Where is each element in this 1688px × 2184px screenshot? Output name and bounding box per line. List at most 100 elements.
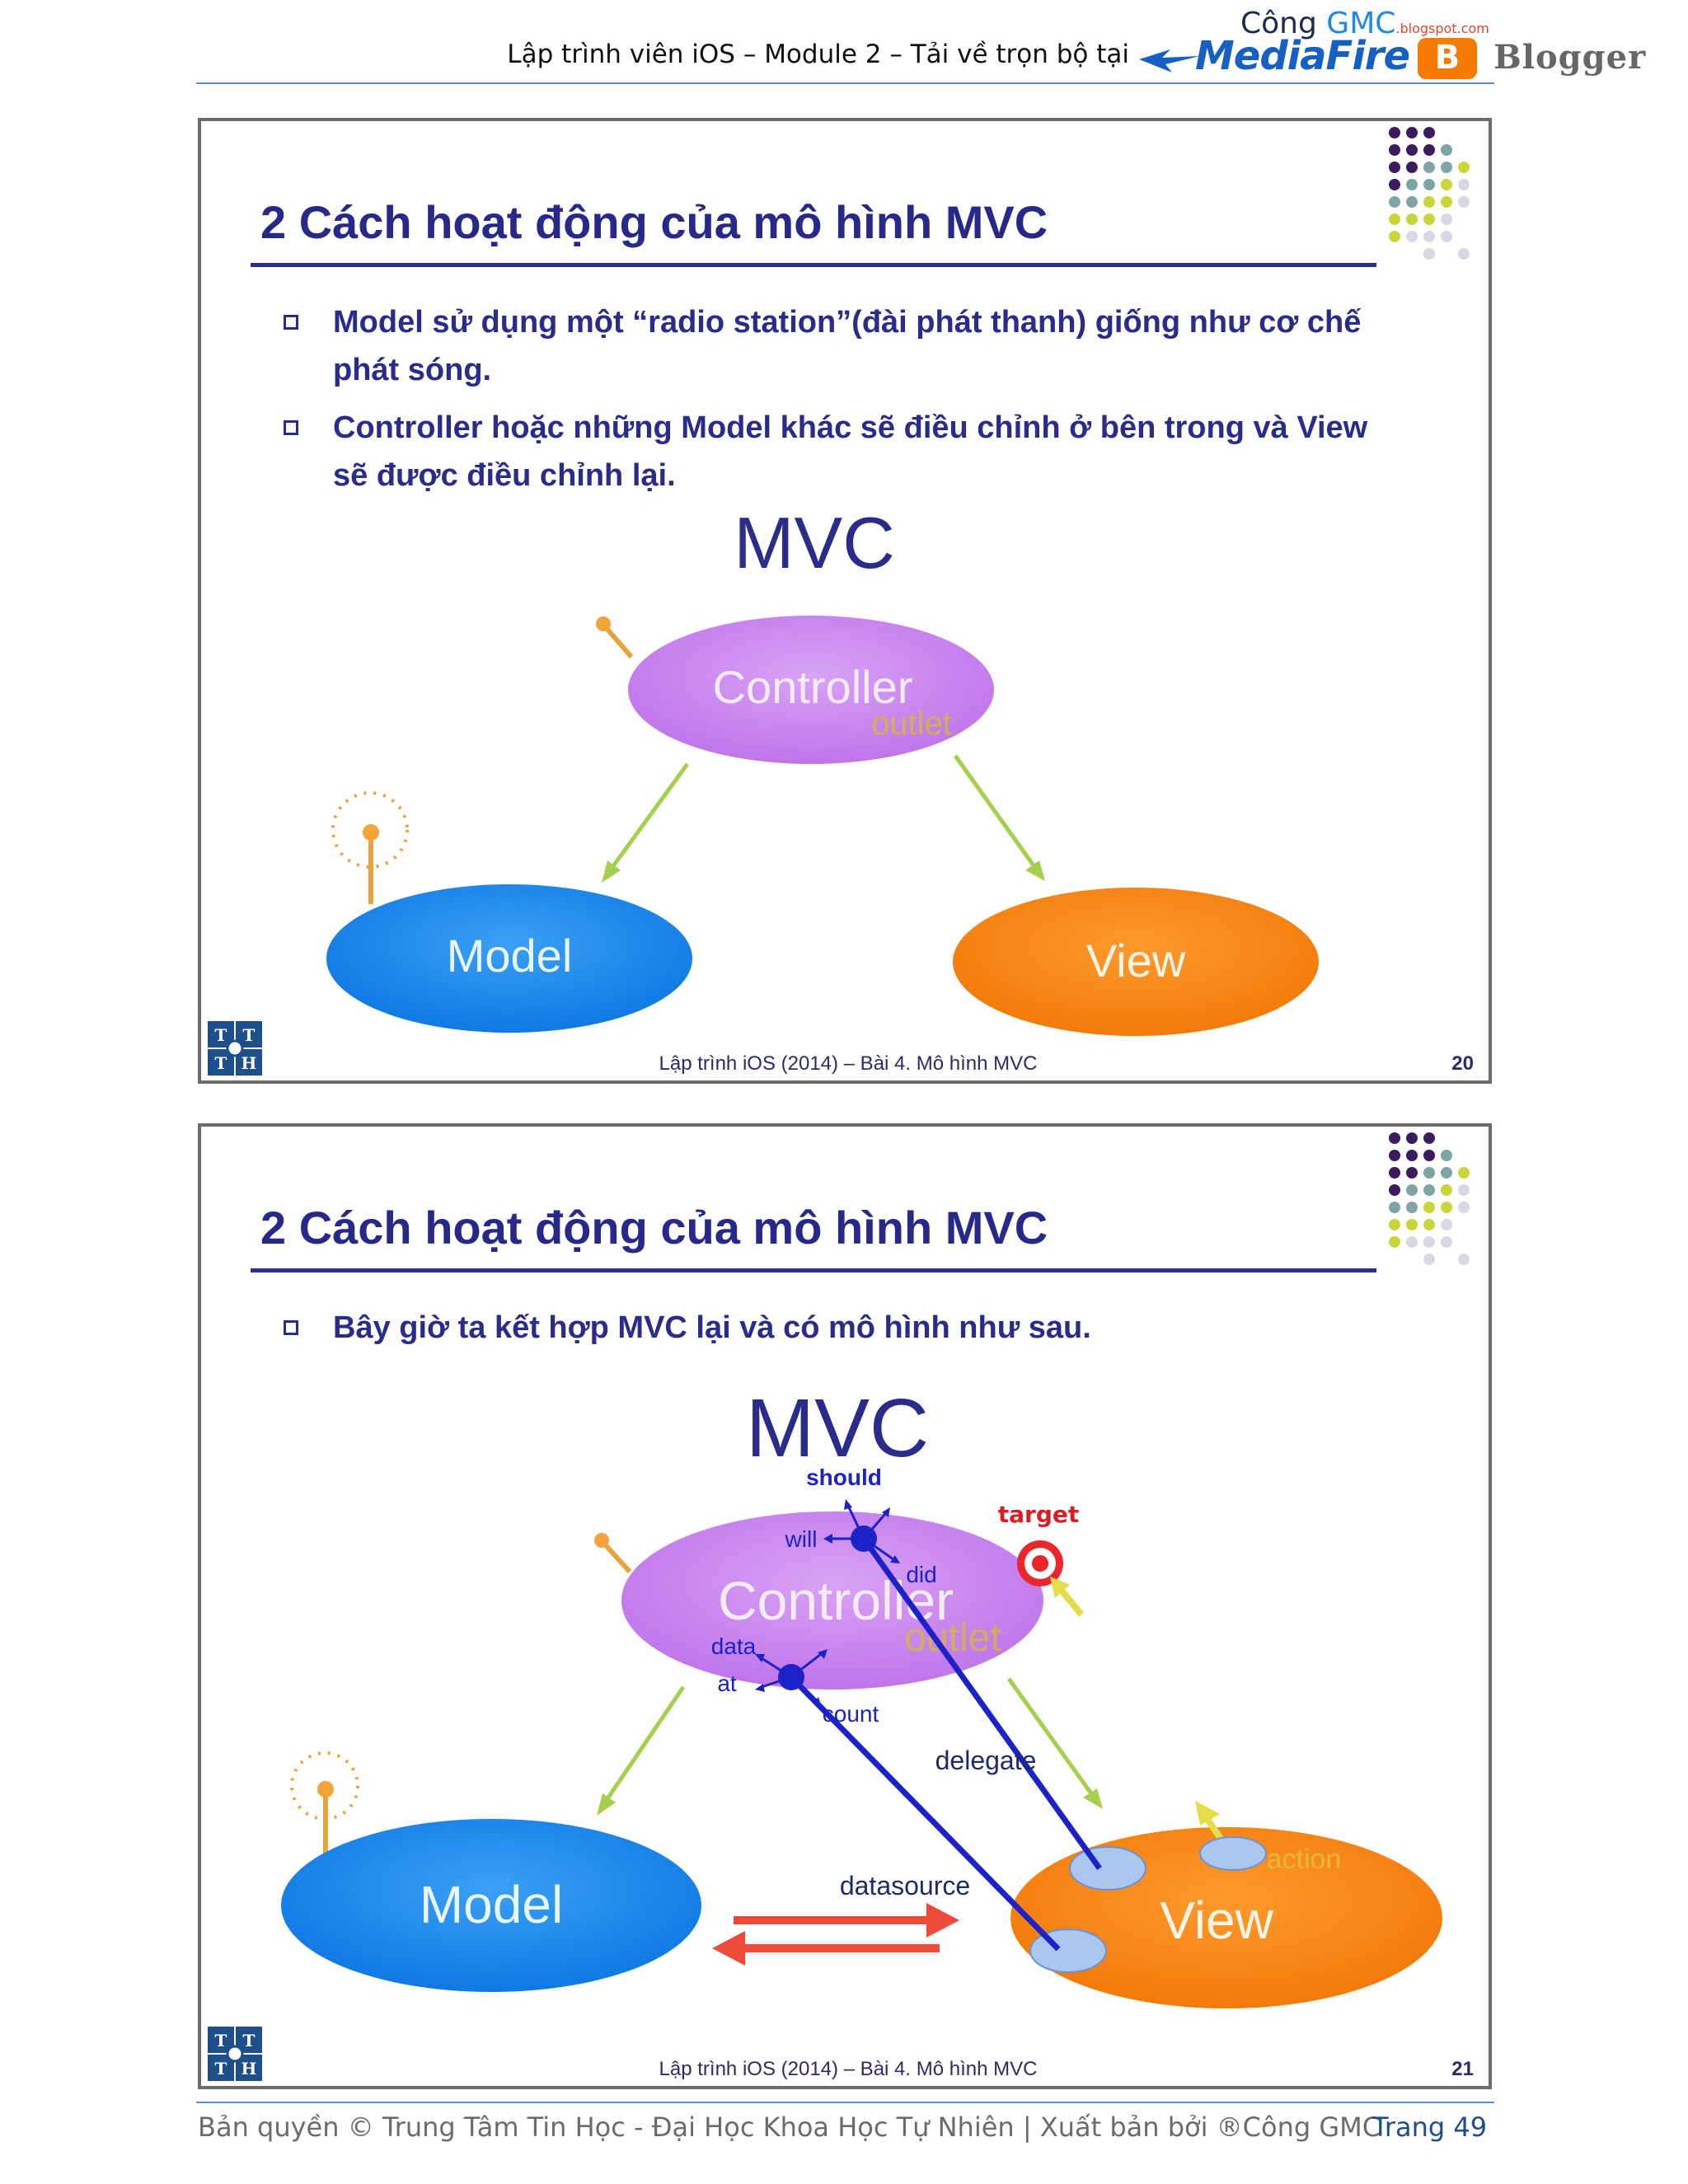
bullet-item: Model sử dụng một “radio station”(đài ph…: [284, 298, 1380, 394]
decoration-dot: [1406, 231, 1418, 242]
decoration-dot: [1389, 1202, 1400, 1213]
decoration-dot: [1406, 1219, 1418, 1230]
decoration-dot: [1389, 1236, 1400, 1248]
page-number: Trang 49: [1372, 2111, 1488, 2143]
decoration-dot: [1458, 1184, 1470, 1196]
controller-to-model-arrow: [597, 1685, 686, 1816]
logo-center: [226, 2045, 244, 2063]
controller-label: Controller: [718, 1570, 954, 1631]
decoration-dot: [1423, 179, 1435, 190]
decoration-dot: [1441, 1167, 1452, 1179]
outlet-label: outlet: [904, 1616, 1001, 1660]
blogger-icon: B: [1418, 38, 1477, 79]
mediafire-logo: MediaFire: [1137, 33, 1418, 84]
decoration-dot: [1389, 127, 1400, 138]
radio-tower-icon: [290, 1751, 359, 1860]
decoration-dot: [1423, 127, 1435, 138]
decoration-dot: [1423, 144, 1435, 156]
logo-letter: H: [241, 1053, 257, 1073]
bullet-item: Controller hoặc những Model khác sẽ điều…: [284, 404, 1380, 499]
footer-rule: [196, 2102, 1494, 2103]
will-label: will: [785, 1526, 818, 1552]
page-header-text: Lập trình viên iOS – Module 2 – Tải về t…: [507, 40, 1129, 69]
logo-letter: T: [243, 2031, 256, 2050]
decoration-dot: [1441, 1219, 1452, 1230]
decoration-dot: [1389, 1219, 1400, 1230]
header-rule: [196, 82, 1494, 84]
antenna-icon: [596, 616, 634, 658]
decoration-dot: [1423, 1254, 1435, 1265]
decoration-dot: [1389, 179, 1400, 190]
decoration-dot: [1389, 144, 1400, 156]
bullet-item: Bây giờ ta kết hợp MVC lại và có mô hình…: [284, 1304, 1380, 1352]
datasource-line: [789, 1675, 1061, 1952]
logo-letter: T: [215, 2059, 227, 2079]
target-label: target: [998, 1501, 1080, 1528]
decoration-dot: [1423, 196, 1435, 208]
decoration-dot: [1406, 1150, 1418, 1161]
decoration-dot: [1441, 1150, 1452, 1161]
controller-to-model-arrow: [602, 762, 690, 883]
decoration-dot: [1458, 179, 1470, 190]
decoration-dot: [1423, 1184, 1435, 1196]
decoration-dot: [1423, 231, 1435, 242]
mvc-heading: MVC: [734, 502, 895, 583]
decoration-dot: [1389, 1150, 1400, 1161]
title-rule: [251, 263, 1376, 267]
decoration-dot: [1458, 1254, 1470, 1265]
logo-letter: T: [215, 1025, 227, 1045]
decoration-dot: [1423, 1150, 1435, 1161]
logo-letter: T: [215, 1053, 227, 1073]
mediafire-wordmark: MediaFire: [1195, 33, 1410, 79]
decoration-dot: [1406, 162, 1418, 173]
target-icon: [1017, 1540, 1085, 1617]
slide-20: 2 Cách hoạt động của mô hình MVC Model s…: [198, 118, 1492, 1084]
outlet-label: outlet: [871, 705, 952, 742]
bullet-box-icon: [284, 420, 298, 435]
decoration-dot: [1423, 162, 1435, 173]
should-label: should: [806, 1465, 882, 1490]
mvc-combined-diagram: MVC Controller outlet should will did da…: [281, 1382, 1442, 2008]
mediafire-swoosh-icon: [1139, 49, 1200, 73]
slide-title: 2 Cách hoạt động của mô hình MVC: [260, 1202, 1048, 1254]
delegate-line: [861, 1536, 1102, 1871]
datasource-label: datasource: [840, 1871, 970, 1900]
decoration-dot: [1389, 231, 1400, 242]
at-label: at: [717, 1671, 737, 1696]
decoration-dot: [1441, 144, 1452, 156]
decoration-dot: [1458, 196, 1470, 208]
model-node: [326, 884, 692, 1033]
decoration-dot: [1389, 196, 1400, 208]
decoration-dot: [1389, 1167, 1400, 1179]
decoration-dot: [1389, 162, 1400, 173]
decoration-dot: [1458, 162, 1470, 173]
decoration-dot: [1423, 1132, 1435, 1144]
data-label: data: [711, 1633, 757, 1659]
decoration-dot: [1389, 1184, 1400, 1196]
decoration-dot: [1406, 1202, 1418, 1213]
bullet-box-icon: [284, 1320, 298, 1335]
logo-center: [226, 1039, 244, 1057]
decoration-dot: [1423, 1219, 1435, 1230]
action-socket: [1199, 1836, 1267, 1871]
decoration-dot: [1441, 231, 1452, 242]
decoration-dot: [1441, 162, 1452, 173]
controller-node: [628, 616, 994, 764]
decoration-dot: [1423, 1167, 1435, 1179]
logo-letter: H: [241, 2059, 257, 2079]
decoration-dot: [1389, 1132, 1400, 1144]
model-label: Model: [447, 930, 573, 982]
controller-to-view-arrow: [953, 754, 1045, 881]
decoration-dot: [1441, 1236, 1452, 1248]
decoration-dot: [1458, 1202, 1470, 1213]
decoration-dot: [1406, 179, 1418, 190]
antenna-icon: [594, 1533, 632, 1574]
decoration-dot: [1406, 1132, 1418, 1144]
view-label: View: [1086, 935, 1186, 987]
decoration-dot: [1458, 1167, 1470, 1179]
decoration-dot: [1389, 213, 1400, 225]
decoration-dot: [1441, 1202, 1452, 1213]
delegate-socket: [1069, 1846, 1146, 1891]
